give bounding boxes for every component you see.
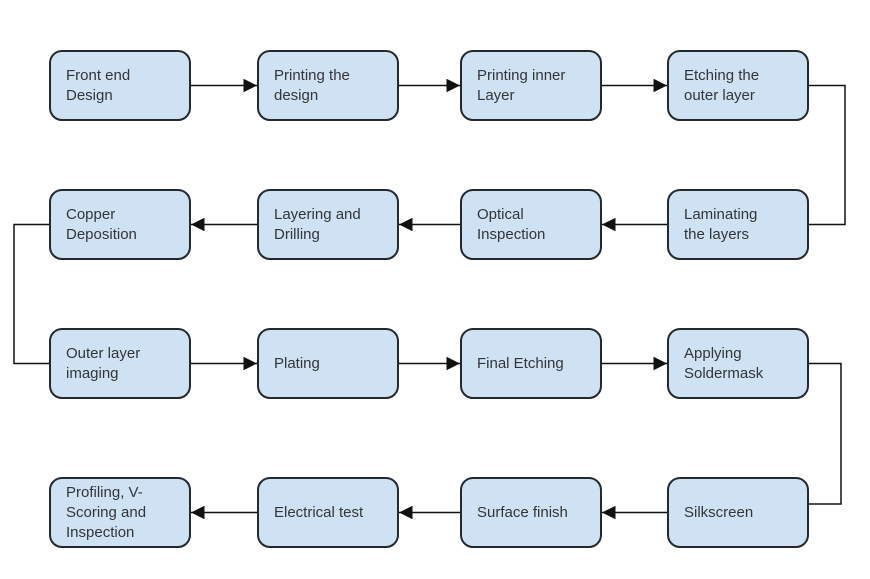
node-etching-the-outer-layer: Etching the outer layer — [667, 50, 809, 121]
node-label: Etching the outer layer — [684, 66, 760, 104]
node-label: Profiling, V- Scoring and Inspection — [66, 483, 147, 541]
node-printing-inner-layer: Printing inner Layer — [460, 50, 602, 121]
node-label: Applying Soldermask — [684, 344, 764, 382]
connector-etching-the-outer-layer-to-laminating-the-layers — [809, 84, 846, 226]
node-label: Electrical test — [274, 503, 364, 521]
node-label: Surface finish — [477, 503, 568, 521]
node-label: Layering and Drilling — [274, 205, 361, 243]
node-optical-inspection: Optical Inspection — [460, 189, 602, 260]
node-label: Silkscreen — [684, 503, 754, 521]
node-silkscreen: Silkscreen — [667, 477, 809, 548]
node-outer-layer-imaging: Outer layer imaging — [49, 328, 191, 399]
node-plating: Plating — [257, 328, 399, 399]
node-label: Final Etching — [477, 354, 564, 372]
node-front-end-design: Front end Design — [49, 50, 191, 121]
node-copper-deposition: Copper Deposition — [49, 189, 191, 260]
node-label: Printing inner Layer — [477, 66, 566, 104]
node-label: Laminating the layers — [684, 205, 758, 243]
node-laminating-the-layers: Laminating the layers — [667, 189, 809, 260]
node-surface-finish: Surface finish — [460, 477, 602, 548]
node-label: Optical Inspection — [477, 205, 546, 243]
node-electrical-test: Electrical test — [257, 477, 399, 548]
node-label: Outer layer imaging — [66, 344, 141, 382]
node-label: Front end Design — [66, 66, 131, 104]
node-label: Plating — [274, 354, 320, 372]
node-layering-and-drilling: Layering and Drilling — [257, 189, 399, 260]
node-label: Copper Deposition — [66, 205, 137, 243]
node-printing-the-design: Printing the design — [257, 50, 399, 121]
node-profiling-v-scoring-and-inspection: Profiling, V- Scoring and Inspection — [49, 477, 191, 548]
node-label: Printing the design — [274, 66, 350, 104]
connector-copper-deposition-to-outer-layer-imaging — [13, 223, 49, 365]
node-applying-soldermask: Applying Soldermask — [667, 328, 809, 399]
node-final-etching: Final Etching — [460, 328, 602, 399]
connector-applying-soldermask-to-silkscreen — [809, 362, 842, 505]
